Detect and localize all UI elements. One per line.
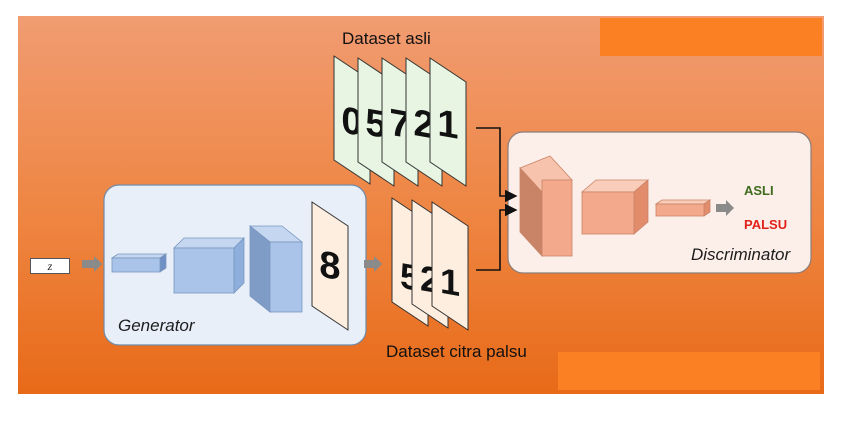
- real-digit-2: 5: [365, 101, 386, 147]
- generator-layer-1: [110, 253, 168, 273]
- output-fake-label: PALSU: [744, 217, 788, 232]
- generator-layer-3: [248, 225, 304, 313]
- fake-dataset-stack: 5 2 1: [391, 197, 469, 331]
- accent-patch-top: [600, 18, 822, 56]
- real-card-5: 1: [429, 57, 467, 187]
- real-dataset-stack: 0 5 7 2 1: [333, 55, 467, 187]
- real-digit-5: 1: [437, 101, 458, 147]
- generator-label: Generator: [118, 316, 195, 335]
- accent-patch-bottom: [558, 352, 820, 390]
- real-dataset-title: Dataset asli: [342, 29, 431, 48]
- discriminator-layer-3: [654, 199, 712, 217]
- noise-arrow: [82, 256, 102, 272]
- generated-image-card: 8: [311, 201, 349, 331]
- generator-output-arrow: [364, 256, 382, 272]
- generated-digit: 8: [319, 243, 340, 289]
- real-connector: [476, 127, 518, 203]
- discriminator-output-arrow: [716, 200, 734, 216]
- fake-connector: [476, 203, 518, 271]
- real-digit-1: 0: [341, 98, 362, 144]
- fake-digit-3: 1: [440, 260, 460, 304]
- generator-layer-2: [173, 237, 245, 294]
- real-digit-4: 2: [413, 101, 434, 147]
- noise-input-box: z: [30, 258, 70, 274]
- fake-card-3: 1: [431, 201, 469, 331]
- discriminator-label: Discriminator: [691, 245, 791, 264]
- discriminator-layer-1: [519, 155, 573, 258]
- discriminator-layer-2: [580, 179, 650, 235]
- fake-dataset-title: Dataset citra palsu: [386, 342, 527, 361]
- output-real-label: ASLI: [744, 183, 774, 198]
- real-digit-3: 7: [389, 101, 410, 147]
